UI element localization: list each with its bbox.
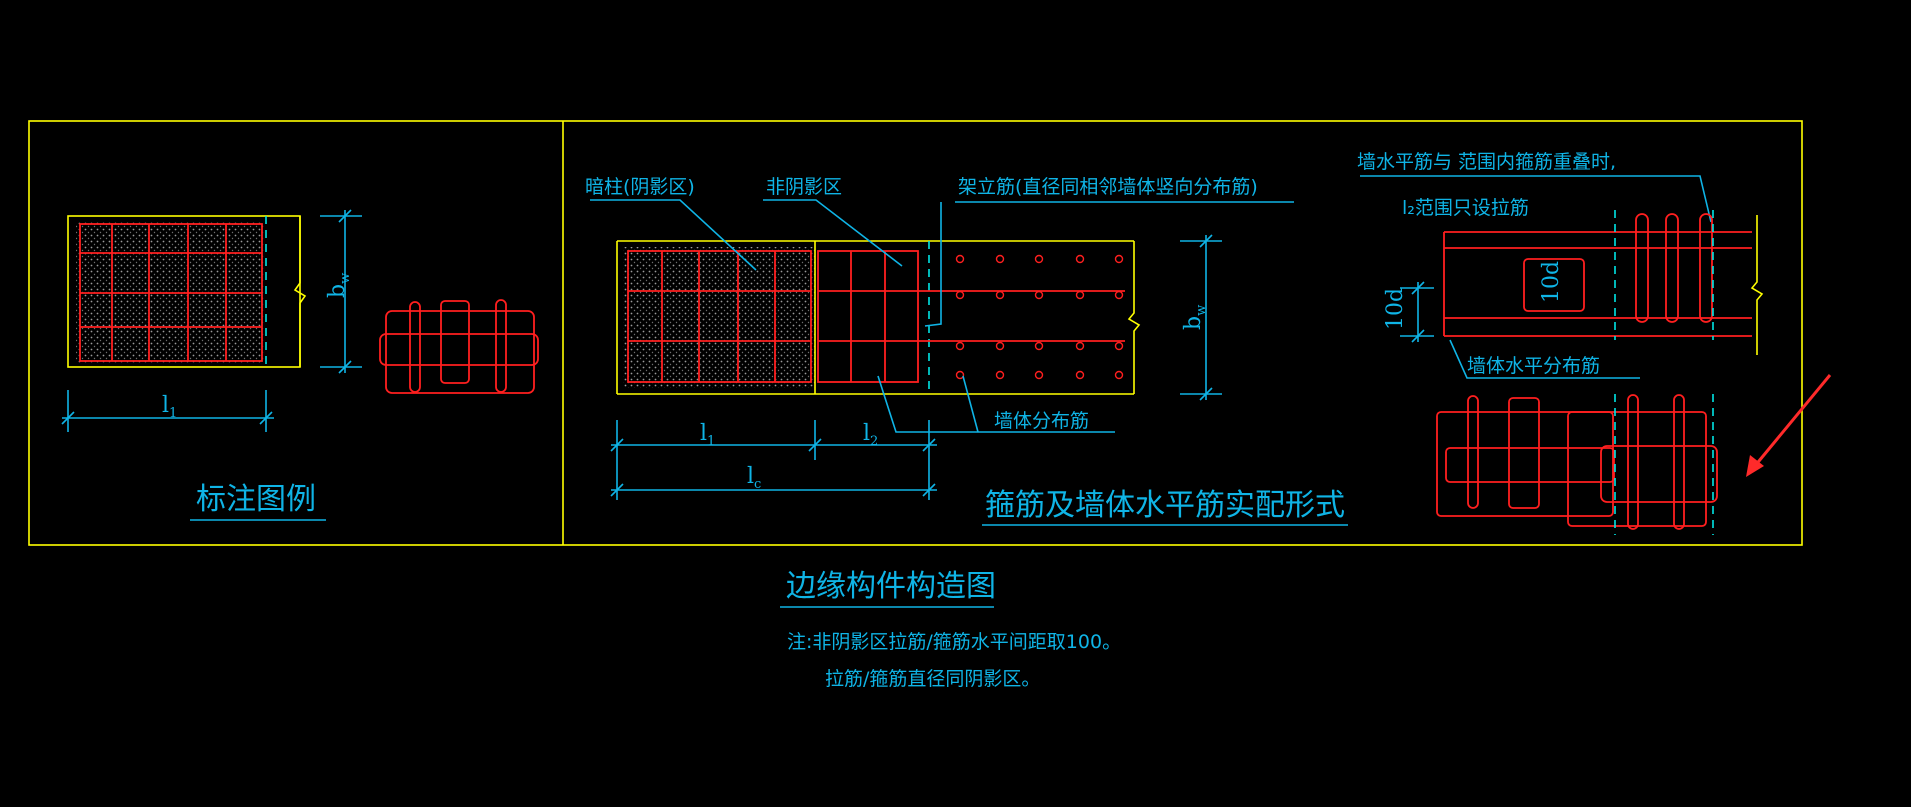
- detail-note-leader: [1360, 175, 1712, 223]
- legend-title: 标注图例: [196, 482, 316, 517]
- upper-detail: [1443, 213, 1764, 355]
- label-non-shadow: 非阴影区: [766, 176, 842, 198]
- footer-note-line2: 拉筋/箍筋直径同阴影区。: [825, 668, 1040, 690]
- detail-wall-leader: [1449, 339, 1640, 379]
- wall-distribution-dots: [955, 254, 1124, 380]
- legend-l1-label: l1: [162, 393, 177, 421]
- main-dim-bw: [1180, 234, 1222, 401]
- legend-bw-label: bw: [325, 273, 353, 298]
- main-l2-label: l2: [863, 421, 878, 449]
- shadow-zone-hatch: [623, 247, 815, 388]
- footer-note-line1: 注:非阴影区拉筋/箍筋水平间距取100。: [787, 631, 1121, 653]
- lower-detail: [1436, 394, 1718, 530]
- break-line-icon: [1127, 241, 1141, 394]
- label-hidden-column: 暗柱(阴影区): [585, 176, 695, 198]
- detail-panel: 墙水平筋与 范围内箍筋重叠时, l₂范围只设拉筋 10d 10d: [1357, 151, 1832, 535]
- leader-lines: [590, 199, 1294, 433]
- detail-10d-horizontal: 10d: [1539, 261, 1564, 303]
- label-erection-bar: 架立筋(直径同相邻墙体竖向分布筋): [958, 176, 1258, 198]
- break-line-icon: [1750, 215, 1764, 355]
- detail-note-line2: l₂范围只设拉筋: [1402, 197, 1529, 219]
- break-line-icon: [293, 216, 307, 367]
- detail-10d-vertical: 10d: [1383, 288, 1408, 330]
- label-wall-distribution: 墙体分布筋: [994, 410, 1089, 432]
- legend-dim-l1: [61, 390, 274, 432]
- main-panel: 暗柱(阴影区) 非阴影区 架立筋(直径同相邻墙体竖向分布筋) 墙体分布筋 bw …: [585, 176, 1348, 526]
- figure-title: 边缘构件构造图: [786, 569, 996, 604]
- legend-stirrup-icon: [379, 299, 539, 394]
- main-lc-label: lc: [747, 464, 761, 492]
- legend-panel: bw l1 标注图例: [61, 209, 539, 521]
- legend-rebar-grid: [79, 223, 263, 362]
- main-l1-label: l1: [700, 421, 715, 449]
- non-shadow-rebar: [817, 250, 919, 383]
- red-arrow-icon: [1746, 374, 1832, 477]
- detail-dim-10d: [1400, 281, 1434, 343]
- footer: 边缘构件构造图 注:非阴影区拉筋/箍筋水平间距取100。 拉筋/箍筋直径同阴影区…: [780, 569, 1121, 690]
- detail-note-line1: 墙水平筋与 范围内箍筋重叠时,: [1357, 151, 1616, 173]
- wall-outline: [616, 240, 1141, 395]
- wall-horizontal-bars: [918, 290, 1125, 342]
- detail-wall-horizontal-label: 墙体水平分布筋: [1467, 355, 1600, 377]
- main-dim-l1-l2-lc: [610, 420, 937, 500]
- legend-dim-bw: [320, 209, 362, 374]
- main-bw-label: bw: [1181, 305, 1209, 330]
- main-title: 箍筋及墙体水平筋实配形式: [985, 488, 1345, 523]
- drawing-frame: [28, 120, 1803, 546]
- shadow-zone-rebar: [627, 250, 812, 383]
